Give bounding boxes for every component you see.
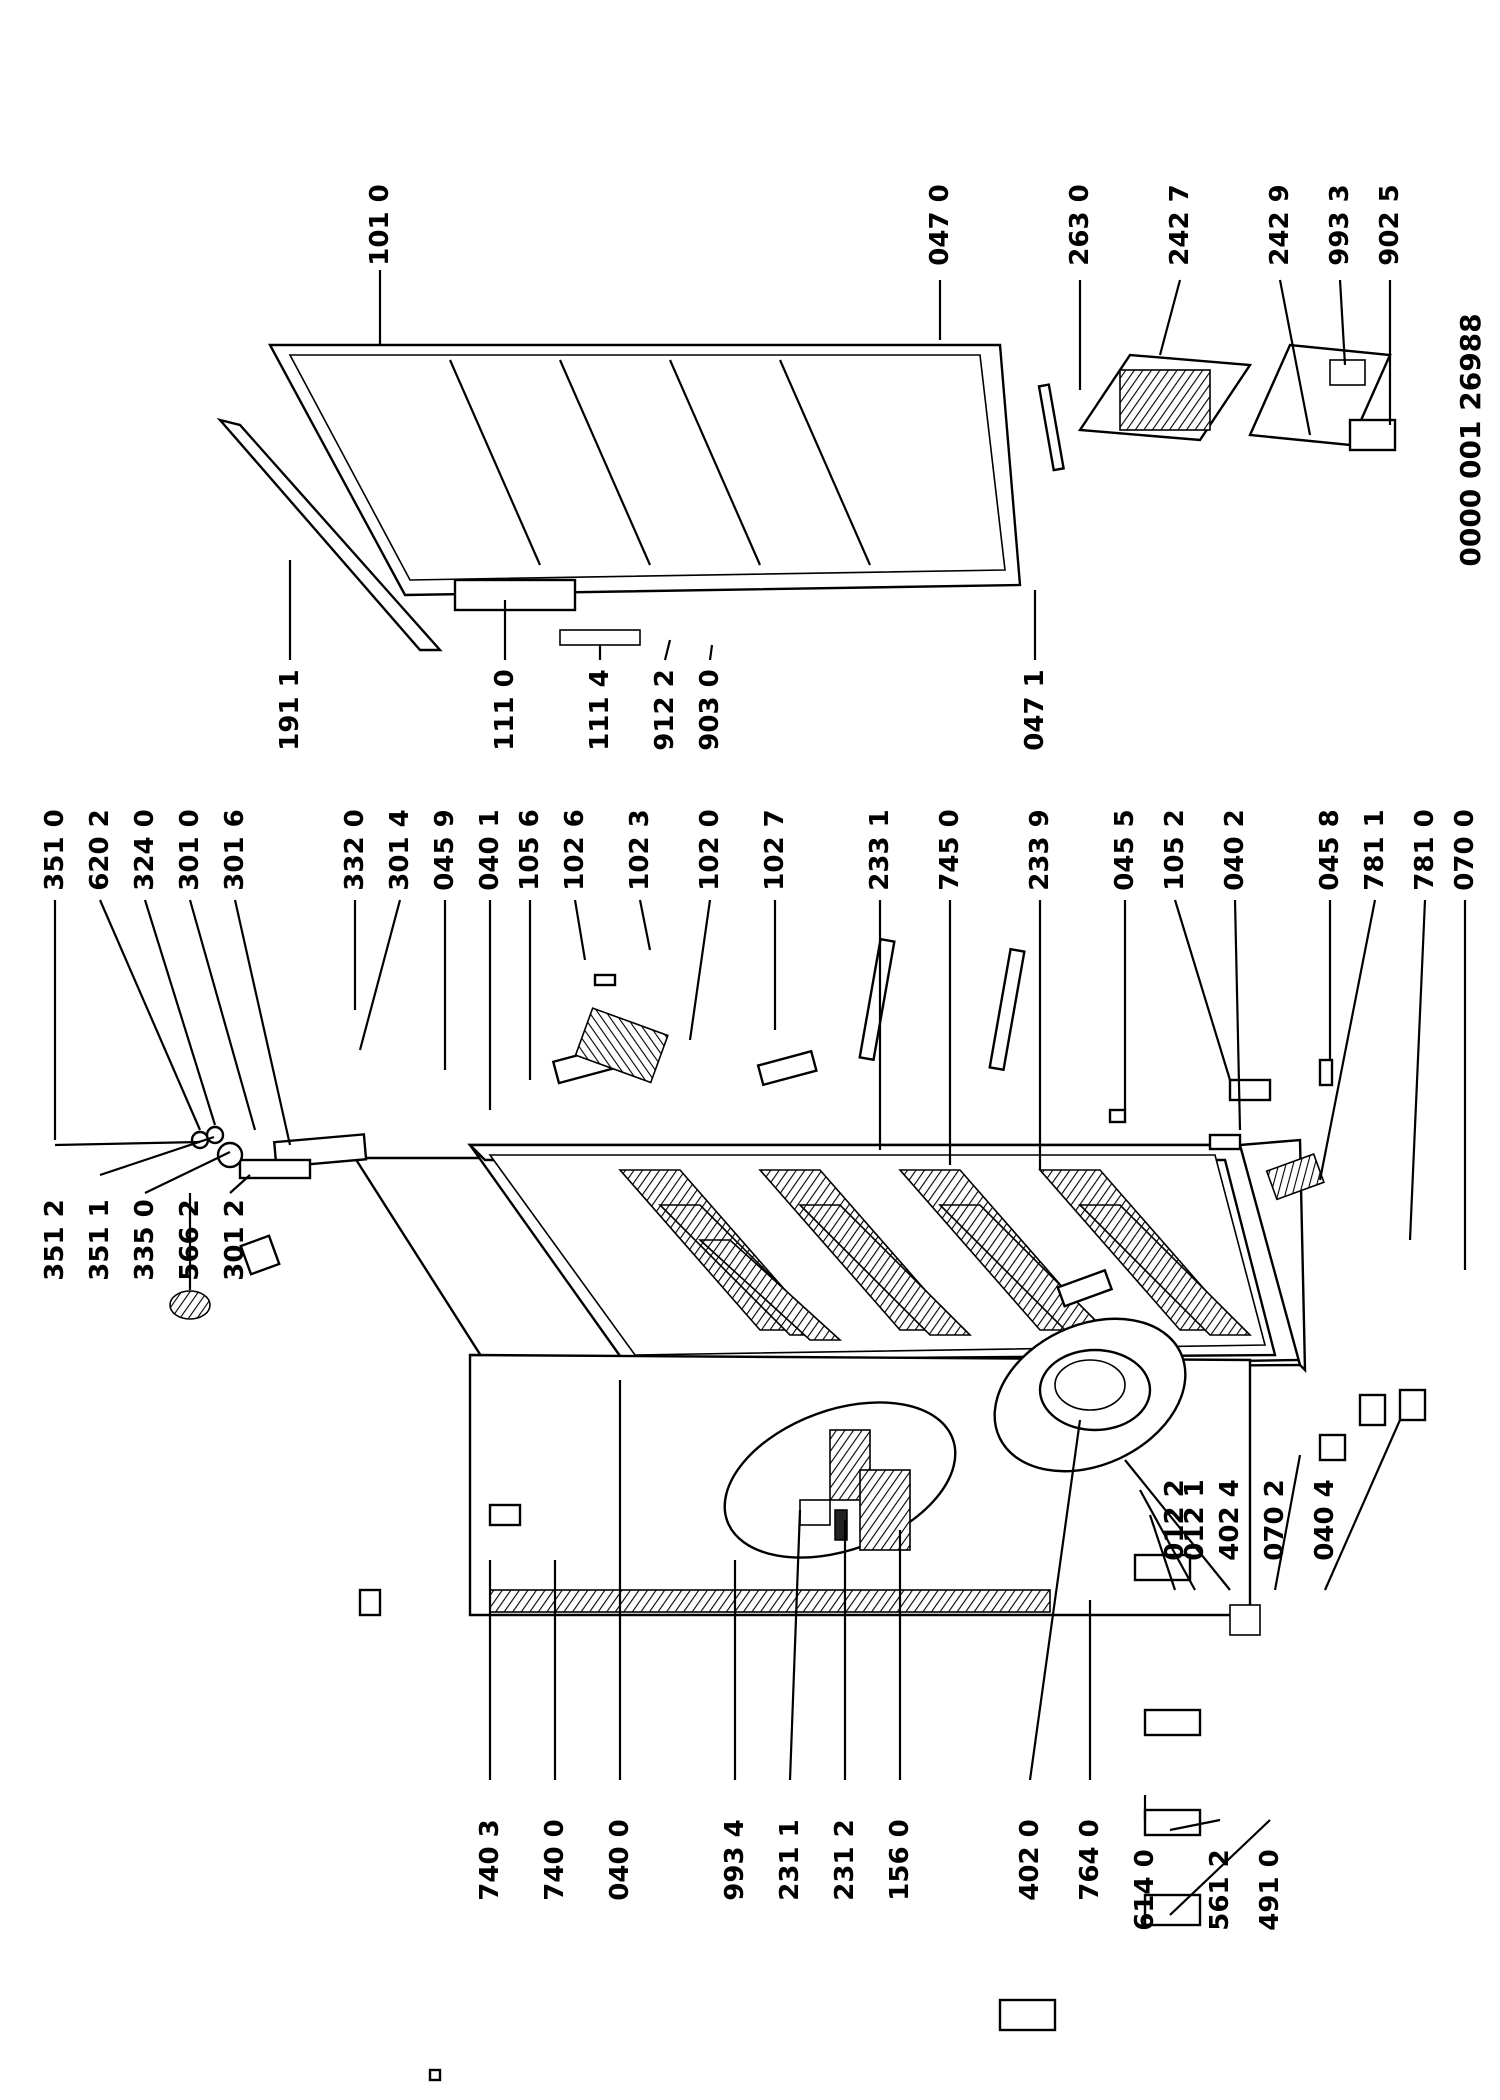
callout-614-0: 614 0	[1130, 1849, 1160, 1930]
callout-231-1: 231 1	[775, 1819, 805, 1900]
callout-263-0: 263 0	[1065, 184, 1095, 265]
callout-491-0: 491 0	[1255, 1849, 1285, 1930]
door-handle	[453, 578, 577, 612]
label-plate	[1329, 359, 1366, 386]
callout-101-0: 101 0	[365, 184, 395, 265]
door-liner	[288, 354, 1006, 581]
callout-902-5: 902 5	[1375, 184, 1405, 265]
callout-040-2: 040 2	[1220, 809, 1250, 890]
callout-045-5: 045 5	[1110, 809, 1140, 890]
drawer-clip	[1348, 418, 1397, 452]
condenser-grille	[489, 1589, 1051, 1613]
callout-402-4: 402 4	[1215, 1479, 1245, 1560]
callout-764-0: 764 0	[1075, 1819, 1105, 1900]
compressor	[993, 1317, 1187, 1473]
callout-903-0: 903 0	[695, 669, 725, 750]
freezer-drawers	[1037, 343, 1397, 472]
callout-040-0: 040 0	[605, 1819, 635, 1900]
callout-351-2: 351 2	[40, 1199, 70, 1280]
callout-301-0: 301 0	[175, 809, 205, 890]
callout-242-7: 242 7	[1165, 184, 1195, 265]
callout-740-3: 740 3	[475, 1819, 505, 1900]
callout-301-6: 301 6	[220, 809, 250, 890]
callout-301-2: 301 2	[220, 1199, 250, 1280]
cabinet-plinth	[1238, 1138, 1307, 1373]
callout-332-0: 332 0	[340, 809, 370, 890]
cabinet-shelves	[618, 1169, 1252, 1341]
callout-111-4: 111 4	[585, 669, 615, 750]
callout-040-4: 040 4	[1310, 1479, 1340, 1560]
callout-561-2: 561 2	[1205, 1849, 1235, 1930]
loose-parts	[358, 937, 1427, 2082]
callout-111-0: 111 0	[490, 669, 520, 750]
callout-740-0: 740 0	[540, 1819, 570, 1900]
drawing-reference: 0000 001 26988	[1454, 313, 1487, 566]
door-seal	[216, 417, 443, 652]
callout-047-0: 047 0	[925, 184, 955, 265]
handle-trim	[559, 629, 641, 646]
callout-233-1: 233 1	[865, 809, 895, 890]
callout-351-0: 351 0	[40, 809, 70, 890]
callout-047-1: 047 1	[1020, 669, 1050, 750]
callout-993-4: 993 4	[720, 1819, 750, 1900]
callout-620-2: 620 2	[85, 809, 115, 890]
door-assembly	[216, 343, 1022, 652]
callout-912-2: 912 2	[650, 669, 680, 750]
callout-012-2: 012 2	[1160, 1479, 1190, 1560]
callout-156-0: 156 0	[885, 1819, 915, 1900]
callout-242-9: 242 9	[1265, 184, 1295, 265]
callout-402-0: 402 0	[1015, 1819, 1045, 1900]
callout-745-0: 745 0	[935, 809, 965, 890]
callout-351-1: 351 1	[85, 1199, 115, 1280]
drawer-rail	[1037, 383, 1065, 472]
callout-labels: 351 2 351 1 335 0 566 2 301 2 740 3 740 0 040 0…	[40, 184, 1480, 1930]
callout-301-4: 301 4	[385, 809, 415, 890]
callout-781-1: 781 1	[1360, 809, 1390, 890]
callout-070-0: 070 0	[1450, 809, 1480, 890]
callout-045-9: 045 9	[430, 809, 460, 890]
callout-012-1: 012 1	[1180, 1479, 1210, 1560]
callout-781-0: 781 0	[1410, 809, 1440, 890]
callout-993-3: 993 3	[1325, 184, 1355, 265]
cabinet-body	[352, 1138, 1307, 1617]
callout-102-6: 102 6	[560, 809, 590, 890]
callout-045-8: 045 8	[1315, 809, 1345, 890]
callout-231-2: 231 2	[830, 1819, 860, 1900]
callout-335-0: 335 0	[130, 1199, 160, 1280]
callout-040-1: 040 1	[475, 809, 505, 890]
callout-105-2: 105 2	[1160, 809, 1190, 890]
callout-102-7: 102 7	[760, 809, 790, 890]
leader-lines	[53, 270, 1467, 1916]
callout-324-0: 324 0	[130, 809, 160, 890]
callout-233-9: 233 9	[1025, 809, 1055, 890]
callout-566-2: 566 2	[175, 1199, 205, 1280]
callout-102-3: 102 3	[625, 809, 655, 890]
callout-191-1: 191 1	[275, 669, 305, 750]
control-panel	[723, 1401, 957, 1559]
callout-102-0: 102 0	[695, 809, 725, 890]
callout-105-6: 105 6	[515, 809, 545, 890]
callout-070-2: 070 2	[1260, 1479, 1290, 1560]
